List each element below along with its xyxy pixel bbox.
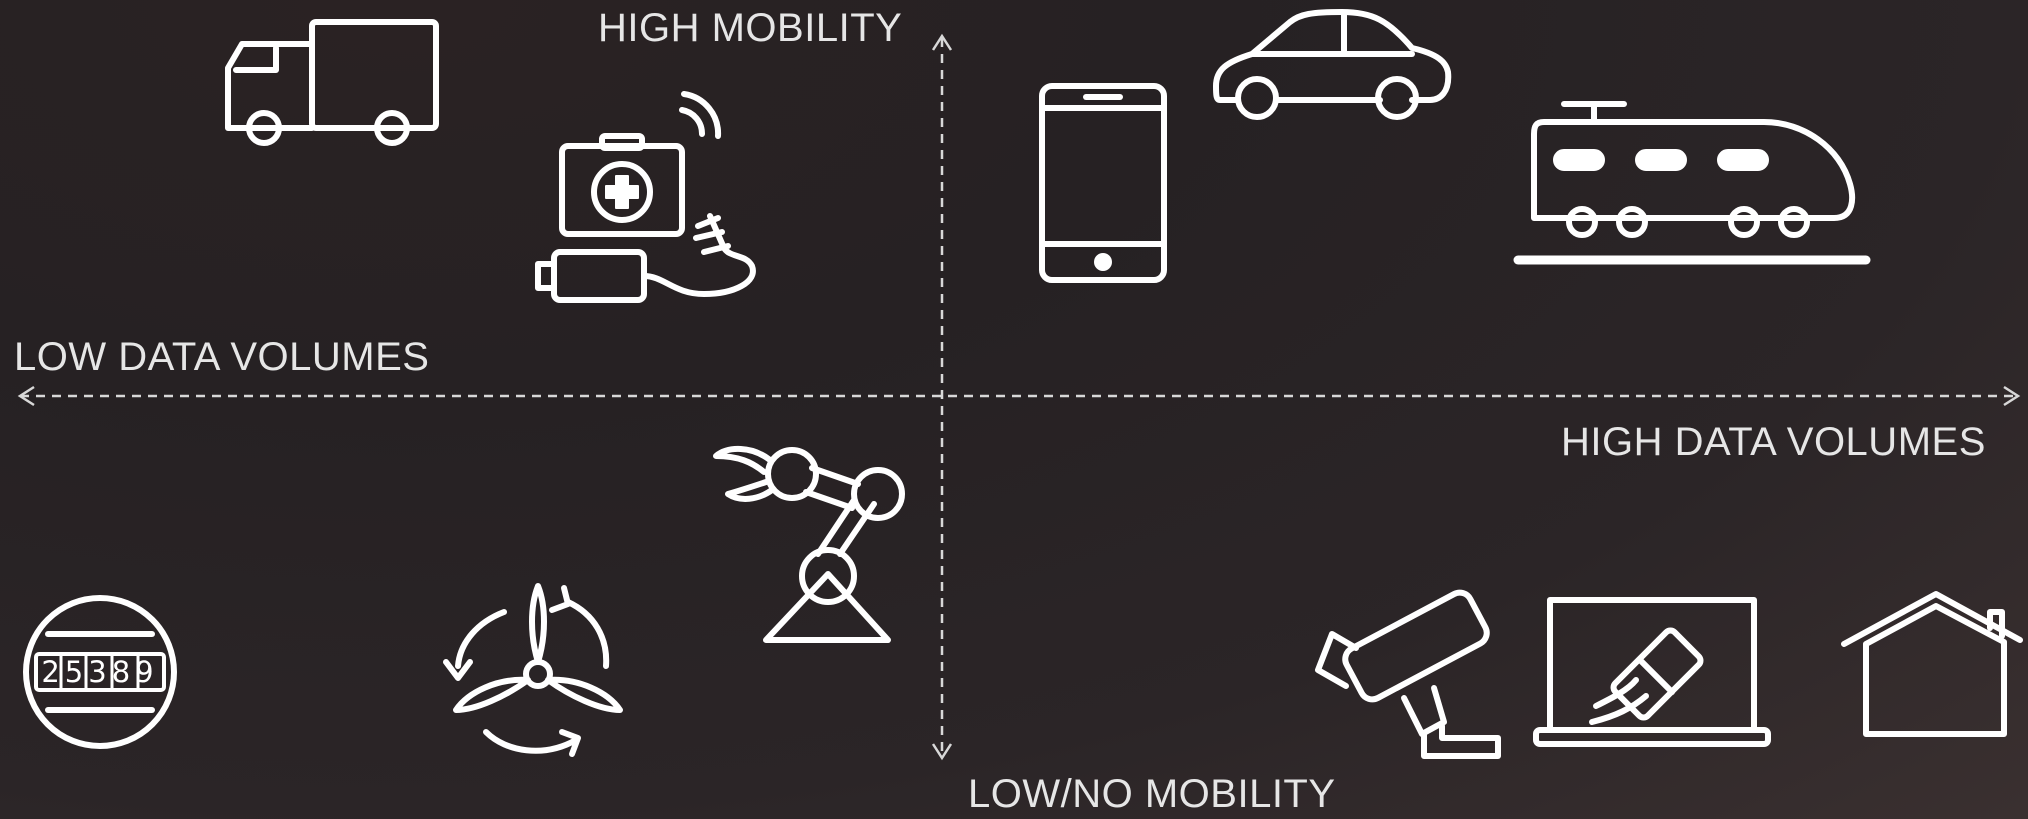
smart-home-icon (1841, 591, 2023, 737)
smartphone-icon (1039, 83, 1167, 283)
train-icon (1513, 101, 1871, 265)
high-data-volumes-label: HIGH DATA VOLUMES (1561, 420, 1986, 464)
laptop-payment-icon (1533, 597, 1771, 747)
meter-reading: 25389 (41, 655, 158, 689)
security-camera-icon (1315, 589, 1501, 759)
vertical-axis-up-arrow (931, 33, 953, 51)
low-data-volumes-label: LOW DATA VOLUMES (14, 335, 430, 379)
wind-turbine-icon (443, 583, 623, 757)
truck-icon (225, 19, 439, 146)
horizontal-axis-right-arrow (2003, 385, 2021, 407)
robot-arm-icon (713, 446, 905, 643)
high-mobility-label: HIGH MOBILITY (598, 6, 903, 50)
utility-meter-icon: 25389 (23, 595, 177, 749)
horizontal-axis-left-arrow (17, 385, 35, 407)
medical-kit-icon (535, 91, 756, 303)
vertical-axis-down-arrow (931, 743, 953, 761)
low-no-mobility-label: LOW/NO MOBILITY (968, 772, 1336, 816)
car-icon (1213, 9, 1452, 120)
